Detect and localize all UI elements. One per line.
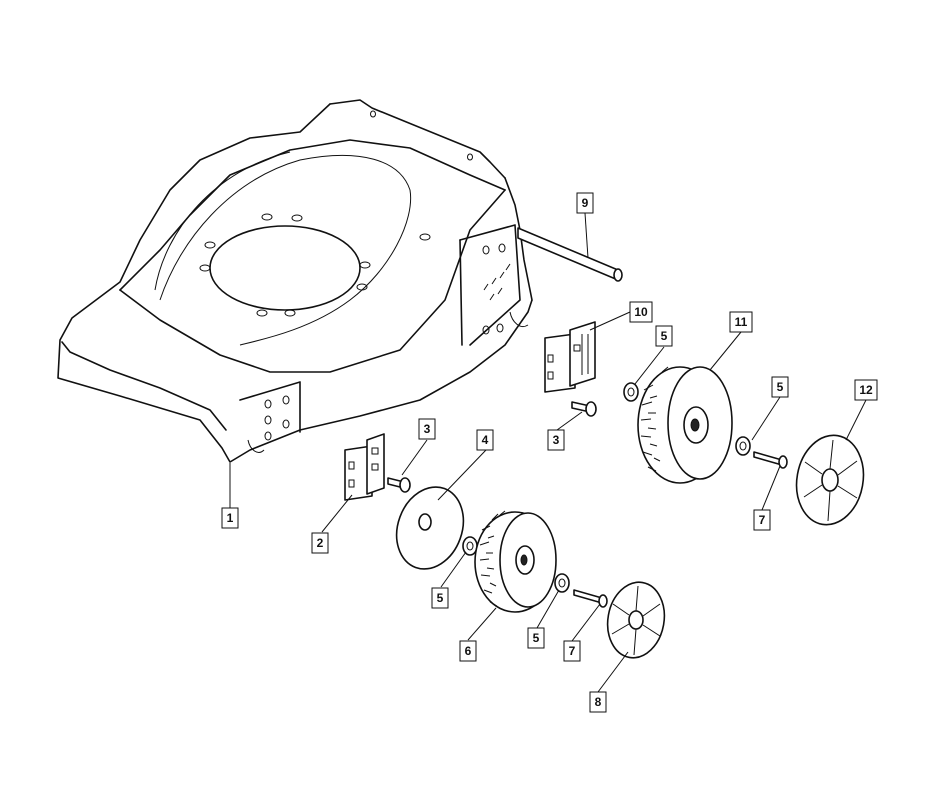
callout-11: 11 (729, 311, 753, 333)
callout-label: 7 (569, 644, 576, 658)
callout-3-front-screw: 3 (418, 418, 436, 440)
hubcap-front (606, 581, 666, 659)
callout-label: 5 (533, 631, 540, 645)
callout-7-rear: 7 (753, 509, 771, 531)
callout-label: 5 (777, 380, 784, 394)
mower-deck (57, 99, 533, 463)
callout-label: 4 (482, 433, 489, 447)
callout-5-front-outer: 5 (527, 627, 545, 649)
screw-rear (571, 401, 597, 417)
callout-12: 12 (854, 379, 878, 401)
screw-front (387, 477, 411, 493)
leader-lines (229, 212, 867, 693)
callout-10: 10 (629, 301, 653, 323)
callout-8: 8 (589, 691, 607, 713)
callout-label: 10 (634, 305, 648, 319)
callout-label: 2 (317, 536, 324, 550)
callout-5-front-inner: 5 (431, 587, 449, 609)
callout-3-rear-screw: 3 (547, 429, 565, 451)
front-wheel (474, 510, 557, 613)
bushing-rear-inner (623, 382, 639, 402)
hubcap-rear (795, 434, 865, 526)
callout-label: 1 (227, 511, 234, 525)
bushing-front-inner (462, 536, 478, 556)
callout-label: 11 (735, 315, 748, 329)
callout-6: 6 (459, 640, 477, 662)
callout-label: 3 (424, 422, 431, 436)
callout-label: 9 (582, 196, 589, 210)
callout-label: 7 (759, 513, 766, 527)
callout-4: 4 (476, 429, 494, 451)
axle-rod (517, 227, 623, 282)
callout-1: 1 (221, 507, 239, 529)
wheel-bolt-rear (753, 451, 788, 469)
height-adjust-bracket-rear (544, 321, 596, 393)
callout-label: 8 (595, 695, 602, 709)
callout-9: 9 (576, 192, 594, 214)
callout-2: 2 (311, 532, 329, 554)
callout-label: 12 (859, 383, 873, 397)
bushing-rear-outer (735, 436, 751, 456)
wheel-bolt-front (573, 589, 608, 608)
callout-7-front: 7 (563, 640, 581, 662)
callout-5-rear-outer: 5 (771, 376, 789, 398)
callout-label: 6 (465, 644, 472, 658)
callout-5-rear-inner: 5 (655, 325, 673, 347)
bushing-front-outer (554, 573, 570, 593)
rear-wheel (637, 366, 733, 484)
height-adjust-bracket-front (344, 433, 385, 501)
callout-label: 3 (553, 433, 560, 447)
callout-label: 5 (661, 329, 668, 343)
callout-label: 5 (437, 591, 444, 605)
wheel-cover-plate (395, 486, 465, 570)
